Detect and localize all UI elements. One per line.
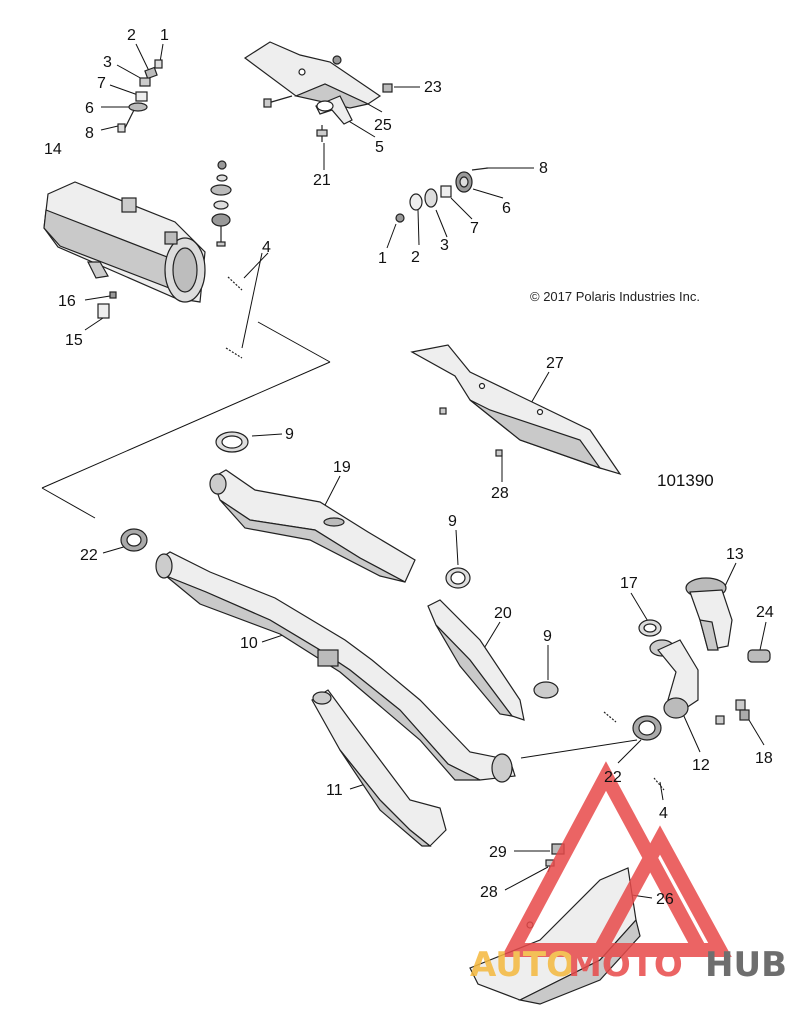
callout-6-top-left: 6 [85, 100, 94, 117]
hardware-stack-left [117, 59, 163, 133]
callout-22-lower: 22 [604, 769, 622, 786]
bracket-25 [243, 41, 393, 109]
pipe-19 [209, 469, 416, 583]
callout-23: 23 [424, 79, 442, 96]
callout-20: 20 [494, 605, 512, 622]
callout-5: 5 [375, 139, 384, 156]
callout-24: 24 [756, 604, 774, 621]
gasket-17 [638, 619, 662, 637]
gasket-22-lower [632, 715, 662, 741]
callout-4-upper: 4 [262, 239, 271, 256]
clamp-9-top [215, 431, 249, 453]
callout-9-top: 9 [285, 426, 294, 443]
callout-6-right: 6 [502, 200, 511, 217]
callout-7-top-left: 7 [97, 75, 106, 92]
callout-14: 14 [44, 141, 62, 158]
clamp-9-lower [533, 681, 559, 699]
callout-15: 15 [65, 332, 83, 349]
callout-12: 12 [692, 757, 710, 774]
pipe-11 [311, 689, 447, 847]
automotohub-watermark: AUTO MOTO HUB [470, 761, 787, 985]
callout-19: 19 [333, 459, 351, 476]
callout-3-right: 3 [440, 237, 449, 254]
callout-7-right: 7 [470, 220, 479, 237]
bracket-20 [427, 599, 525, 721]
watermark-hub: HUB [705, 945, 787, 985]
callout-22-upper: 22 [80, 547, 98, 564]
callout-1-right: 1 [378, 250, 387, 267]
callout-28-upper: 28 [491, 485, 509, 502]
callout-13: 13 [726, 546, 744, 563]
callout-25: 25 [374, 117, 392, 134]
springs-4 [225, 276, 665, 791]
callout-29: 29 [489, 844, 507, 861]
callout-3-top-left: 3 [103, 54, 112, 71]
callout-26: 26 [656, 891, 674, 908]
callout-10: 10 [240, 635, 258, 652]
callout-11: 11 [326, 782, 343, 799]
callout-9-lower: 9 [543, 628, 552, 645]
plug-24 [747, 649, 771, 663]
grommet-stack [210, 160, 232, 247]
callout-8-top-left: 8 [85, 125, 94, 142]
callout-17: 17 [620, 575, 638, 592]
head-pipe-10 [155, 551, 516, 783]
callout-27: 27 [546, 355, 564, 372]
callout-2-top-left: 2 [127, 27, 136, 44]
callout-8-right: 8 [539, 160, 548, 177]
elbow-13 [685, 577, 733, 651]
bracket-5 [315, 95, 353, 142]
hardware-stack-right [395, 167, 489, 223]
callout-18: 18 [755, 750, 773, 767]
elbow-12 [649, 639, 699, 719]
bolts-18 [715, 699, 750, 725]
callout-2-right: 2 [411, 249, 420, 266]
callout-9-middle: 9 [448, 513, 457, 530]
clamp-9-middle [445, 567, 471, 589]
muffler-14 [43, 181, 206, 319]
copyright-notice: © 2017 Polaris Industries Inc. [530, 289, 700, 304]
watermark-moto: MOTO [568, 945, 683, 985]
callout-16: 16 [58, 293, 76, 310]
callout-1-top-left: 1 [160, 27, 169, 44]
callout-4-lower: 4 [659, 805, 668, 822]
callout-28-lower: 28 [480, 884, 498, 901]
callout-21: 21 [313, 172, 331, 189]
heat-shield-27 [410, 344, 622, 476]
gasket-22-upper [120, 528, 148, 552]
figure-number: 101390 [657, 471, 714, 490]
watermark-auto: AUTO [470, 945, 575, 985]
